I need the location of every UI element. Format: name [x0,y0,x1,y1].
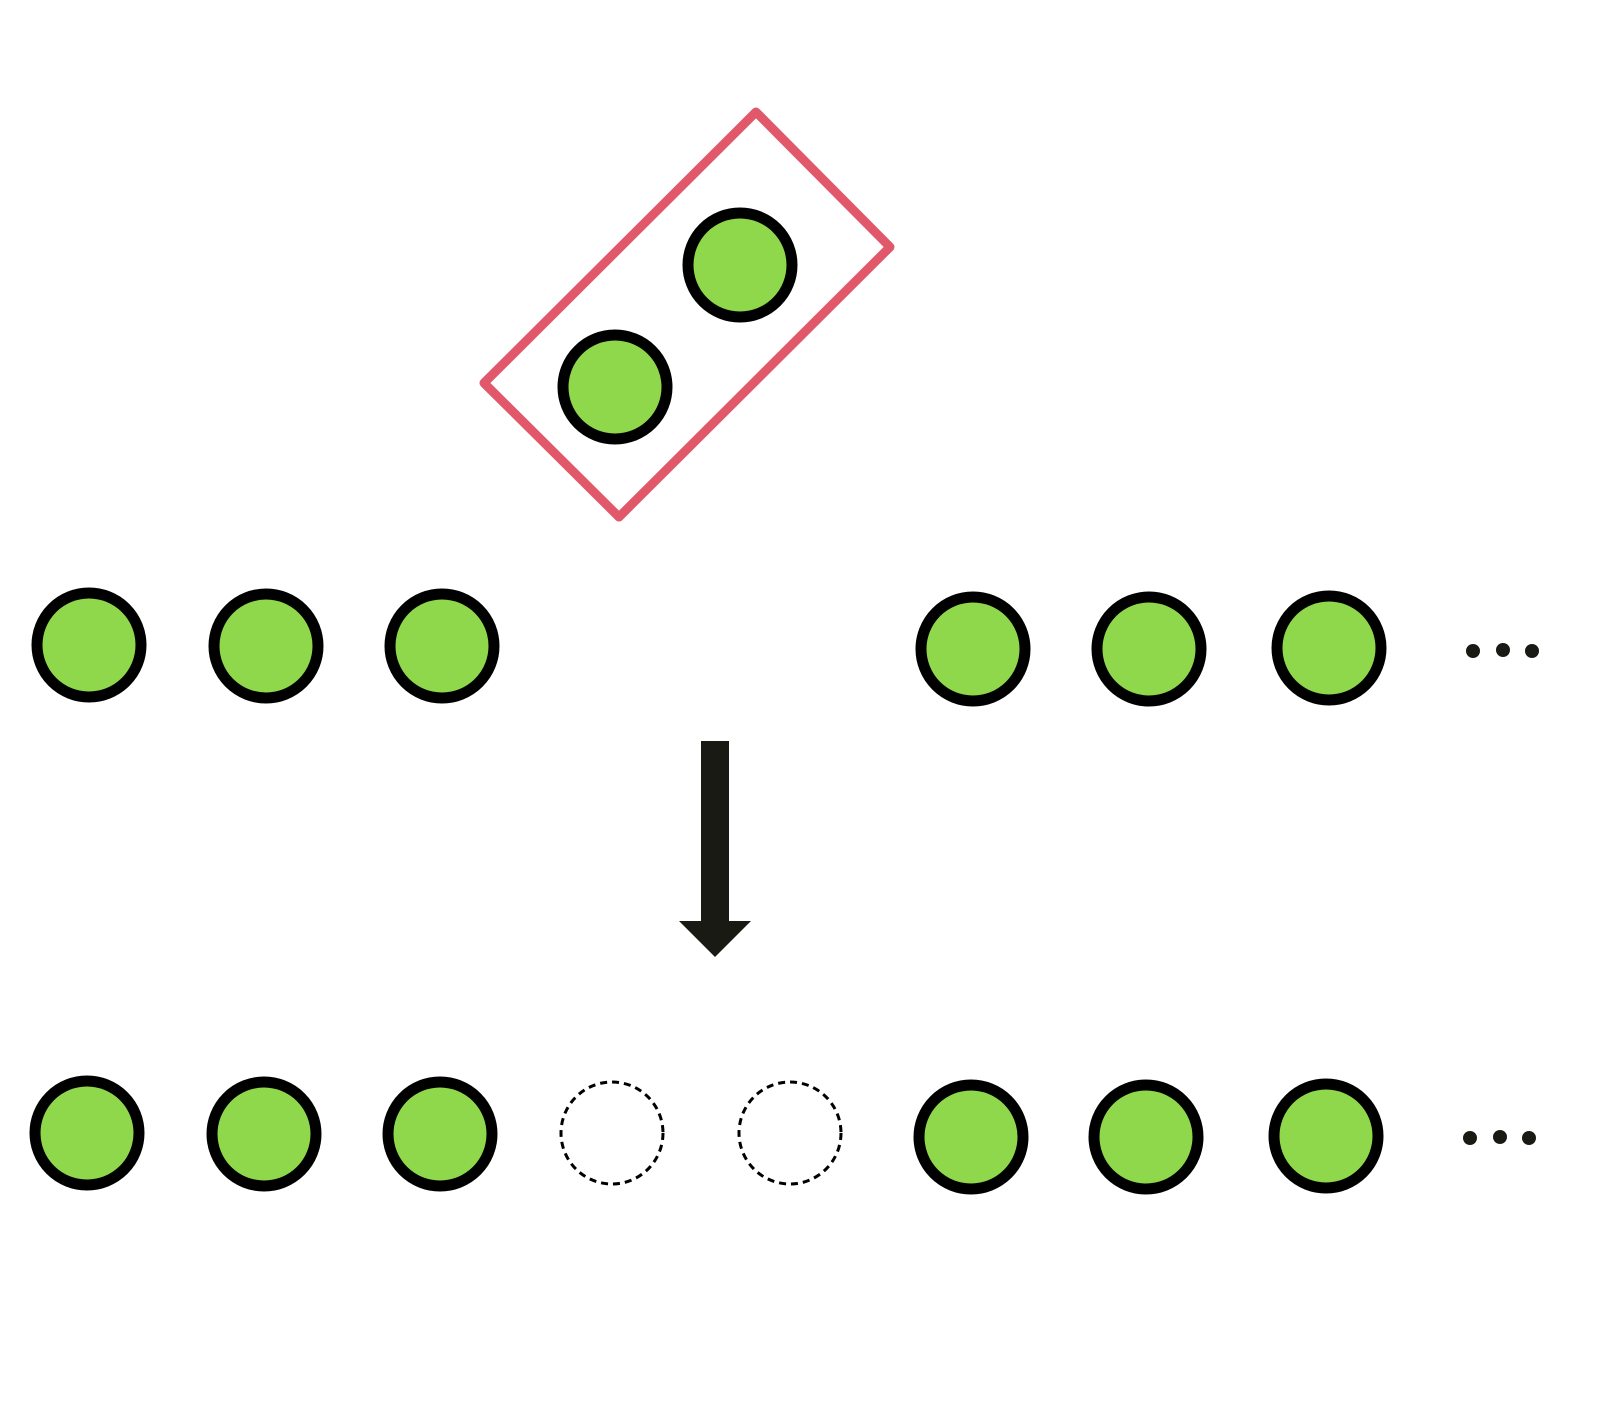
before-row [31,587,1539,707]
after-empty-slot-1 [559,1080,665,1186]
before-ellipsis-icon [1466,643,1539,658]
after-node-2 [206,1076,322,1192]
after-node-5 [1088,1079,1204,1195]
before-node-2 [208,588,324,704]
group-box [479,107,895,522]
group-node-lower [557,329,673,445]
before-node-4 [915,591,1031,707]
before-node-5 [1091,591,1207,707]
after-row [29,1075,1536,1195]
after-node-4 [913,1079,1029,1195]
after-node-3 [382,1076,498,1192]
before-node-1 [31,587,147,703]
group-node-upper [682,207,798,323]
before-node-6 [1271,590,1387,706]
after-node-1 [29,1075,145,1191]
top-node-group [479,107,895,522]
after-empty-slot-2 [737,1080,843,1186]
after-node-6 [1268,1078,1384,1194]
down-arrow-icon [679,741,751,957]
before-node-3 [384,588,500,704]
after-ellipsis-icon [1463,1130,1536,1145]
